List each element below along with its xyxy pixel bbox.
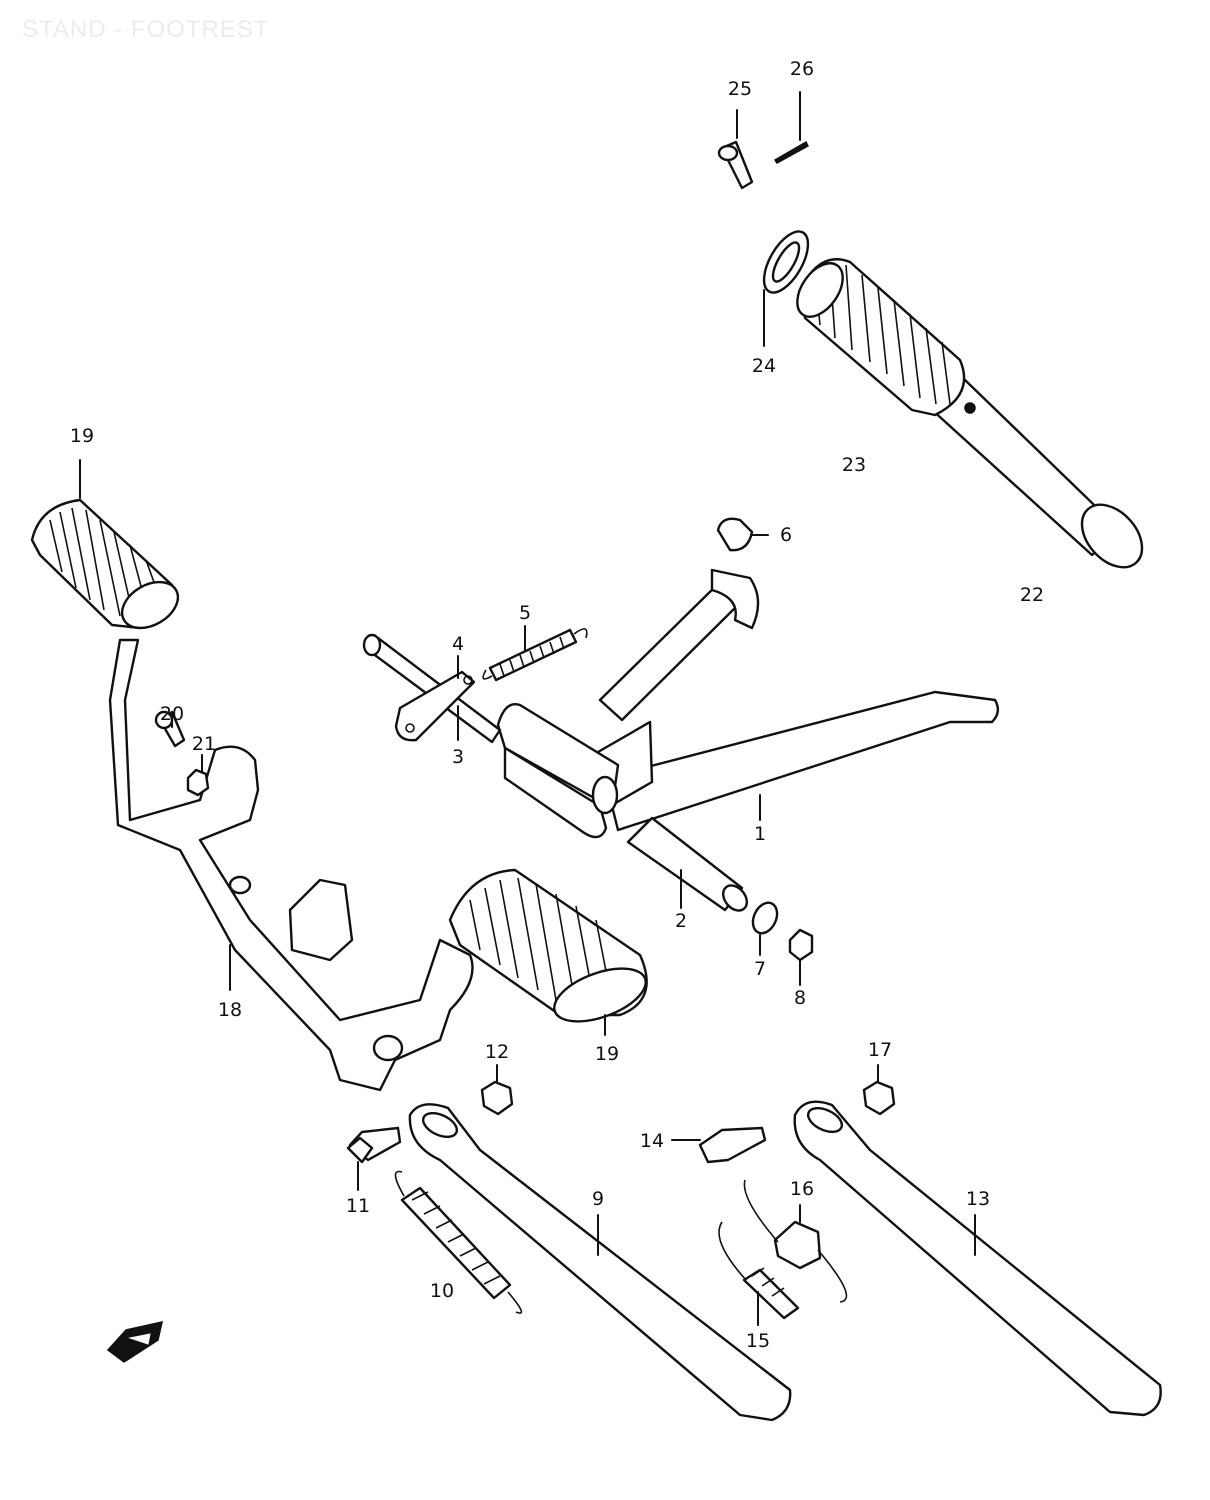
front-direction-arrow: [106, 1321, 163, 1363]
callout-22: 22: [1020, 584, 1044, 606]
callout-25: 25: [728, 78, 752, 100]
part-12-nut: [480, 1080, 514, 1116]
callout-21: 21: [192, 733, 216, 755]
callout-3: 3: [452, 746, 464, 768]
callout-26: 26: [790, 58, 814, 80]
part-23-footrest-rubber: [796, 258, 966, 417]
callout-18: 18: [218, 999, 242, 1021]
callout-14: 14: [640, 1130, 664, 1152]
part-2-shaft: [626, 816, 749, 912]
part-16-spring: [743, 1179, 848, 1303]
callout-17: 17: [868, 1039, 892, 1061]
part-13-stand-leg: [793, 1100, 1162, 1417]
part-1-main-stand: [496, 568, 1000, 839]
part-20-bolt: [154, 710, 186, 748]
part-17-nut: [862, 1080, 896, 1116]
part-22-footrest-peg: [928, 378, 1144, 569]
part-11-bolt: [346, 1126, 402, 1164]
callout-13: 13: [966, 1188, 990, 1210]
part-18-footrest-bar: [108, 638, 474, 1092]
part-21-nut: [186, 768, 210, 797]
part-6-cap: [716, 517, 754, 552]
part-4-bracket: [394, 670, 476, 742]
callout-9: 9: [592, 1188, 604, 1210]
part-15-spring: [718, 1221, 800, 1320]
part-10-spring: [394, 1170, 523, 1314]
part-9-side-stand: [408, 1103, 792, 1422]
part-26-pin: [773, 140, 809, 164]
part-14-bolt: [698, 1126, 767, 1164]
part-19-footrest-rubber-left: [30, 498, 180, 630]
part-24-washer: [762, 230, 810, 294]
callout-12: 12: [485, 1041, 509, 1063]
callout-5: 5: [519, 602, 531, 624]
callout-2: 2: [675, 910, 687, 932]
callout-7: 7: [754, 958, 766, 980]
part-25-bolt: [717, 140, 754, 190]
callout-4: 4: [452, 633, 464, 655]
page-title: STAND - FOOTREST: [22, 16, 270, 43]
callout-15: 15: [746, 1330, 770, 1352]
part-8-nut: [788, 928, 814, 962]
callout-19-right: 19: [595, 1043, 619, 1065]
callout-16: 16: [790, 1178, 814, 1200]
callout-20: 20: [160, 703, 184, 725]
callout-11: 11: [346, 1195, 370, 1217]
part-19-footrest-rubber-right: [448, 868, 648, 1023]
callout-1: 1: [754, 823, 766, 845]
part-7-washer: [751, 901, 779, 935]
callout-24: 24: [752, 355, 776, 377]
callout-23: 23: [842, 454, 866, 476]
callout-10: 10: [430, 1280, 454, 1302]
part-5-spring: [482, 628, 588, 682]
callout-19-left: 19: [70, 425, 94, 447]
callout-8: 8: [794, 987, 806, 1009]
callout-6: 6: [780, 524, 792, 546]
